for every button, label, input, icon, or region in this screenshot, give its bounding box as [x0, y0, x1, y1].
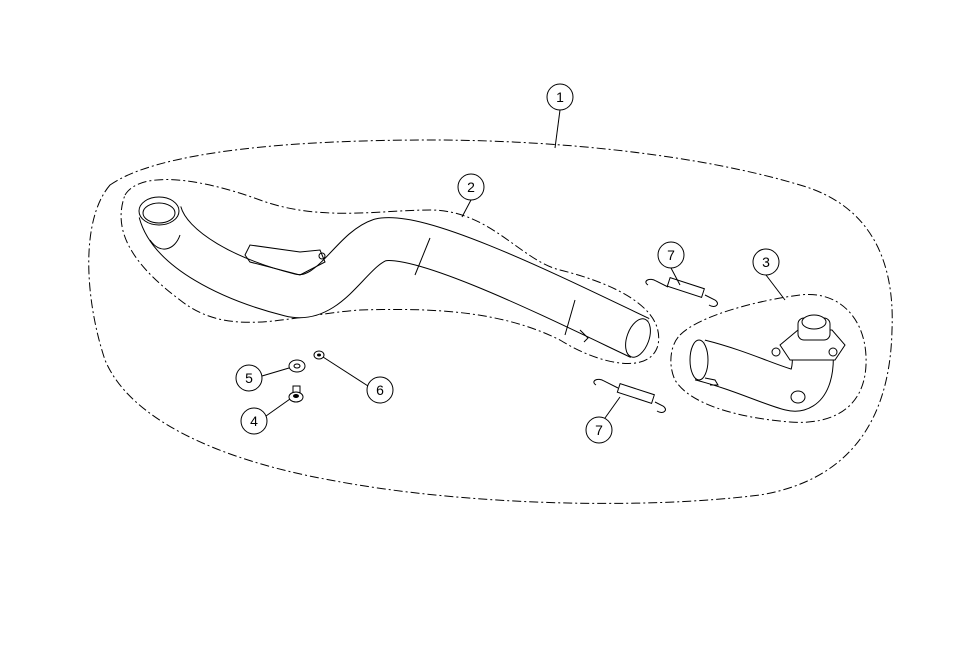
header-part-3 [689, 314, 846, 412]
bolt-part-4 [288, 385, 304, 403]
callout-7-upper-label: 7 [667, 247, 675, 263]
nut-part-6 [313, 350, 325, 360]
callout-4: 4 [240, 407, 268, 435]
assembly-1-outline [88, 139, 893, 504]
callout-6-label: 6 [376, 382, 384, 398]
callout-1-label: 1 [556, 89, 564, 105]
callout-5-label: 5 [245, 370, 253, 386]
callout-6: 6 [366, 376, 394, 404]
callout-7-upper: 7 [657, 241, 685, 269]
callout-2-label: 2 [467, 179, 475, 195]
leader-lines [261, 109, 786, 419]
callout-3: 3 [752, 248, 780, 276]
callout-1: 1 [546, 83, 574, 111]
spring-part-7-lower [593, 378, 666, 413]
callout-5: 5 [235, 364, 263, 392]
callout-4-label: 4 [250, 413, 258, 429]
callout-2: 2 [457, 173, 485, 201]
washer-part-5 [288, 359, 306, 373]
header-3-outline [670, 293, 867, 423]
spring-part-7-upper [645, 277, 718, 307]
callout-7-lower: 7 [585, 416, 613, 444]
callout-7-lower-label: 7 [595, 422, 603, 438]
callout-3-label: 3 [762, 254, 770, 270]
head-pipe-part-2 [138, 196, 651, 358]
